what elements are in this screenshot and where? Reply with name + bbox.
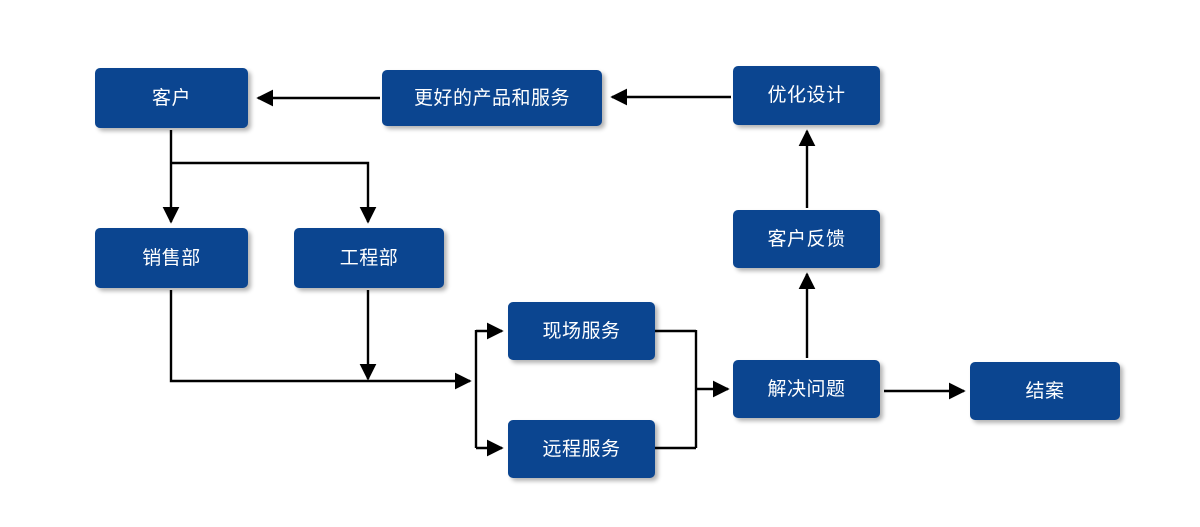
node-customer-label: 客户 bbox=[151, 87, 191, 109]
node-sales-dept[interactable]: 销售部 bbox=[95, 228, 248, 288]
node-sales-dept-label: 销售部 bbox=[142, 247, 201, 269]
node-customer[interactable]: 客户 bbox=[95, 68, 248, 128]
node-customer-feedback-label: 客户反馈 bbox=[767, 228, 846, 250]
node-engineering-dept-label: 工程部 bbox=[339, 247, 399, 269]
connector-sales-to-branch bbox=[169, 290, 472, 390]
connector-customer-to-engineering bbox=[171, 161, 377, 224]
node-better-products[interactable]: 更好的产品和服务 bbox=[382, 70, 602, 126]
node-close-case[interactable]: 结案 bbox=[970, 362, 1120, 420]
node-better-products-label: 更好的产品和服务 bbox=[413, 87, 570, 109]
node-onsite-service-label: 现场服务 bbox=[542, 320, 621, 342]
node-customer-feedback[interactable]: 客户反馈 bbox=[733, 210, 880, 268]
node-resolve-problem[interactable]: 解决问题 bbox=[733, 360, 880, 418]
node-remote-service-label: 远程服务 bbox=[542, 438, 621, 460]
node-onsite-service[interactable]: 现场服务 bbox=[508, 302, 655, 360]
node-optimize-design-label: 优化设计 bbox=[767, 85, 846, 106]
node-resolve-problem-label: 解决问题 bbox=[767, 378, 846, 400]
node-remote-service[interactable]: 远程服务 bbox=[508, 420, 655, 478]
node-engineering-dept[interactable]: 工程部 bbox=[294, 228, 444, 288]
node-close-case-label: 结案 bbox=[1025, 380, 1065, 402]
node-optimize-design[interactable]: 优化设计 bbox=[733, 66, 880, 125]
